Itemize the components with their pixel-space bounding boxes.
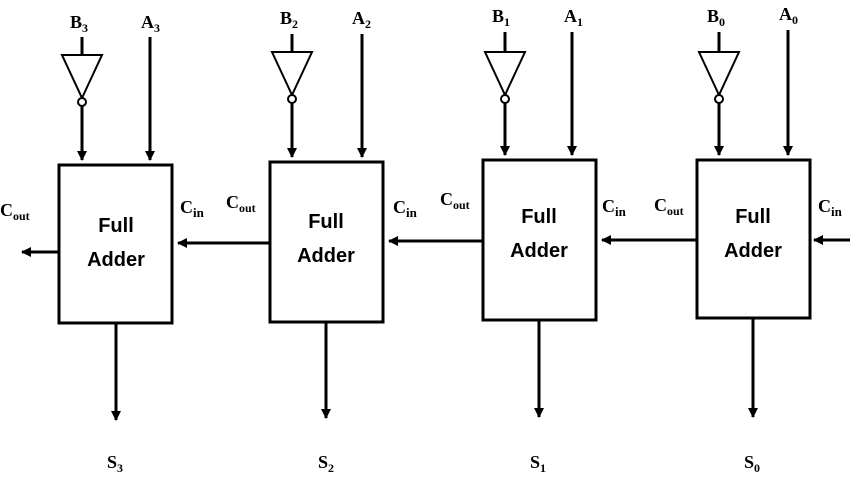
full-adder-block-2 bbox=[268, 160, 385, 324]
b2-not-bubble bbox=[287, 94, 297, 104]
stage-1: B1 A1 Full Adder Cout Cin S1 bbox=[440, 6, 627, 475]
b3-not-bubble bbox=[77, 97, 87, 107]
a0-label: A0 bbox=[779, 4, 798, 27]
block-3-label-line2: Adder bbox=[87, 249, 145, 271]
stage-2: B2 A2 Full Adder Cout Cin S2 bbox=[226, 8, 418, 475]
cin-label-1: Cin bbox=[602, 196, 627, 219]
cin-label-2: Cin bbox=[393, 197, 418, 220]
s1-label: S1 bbox=[530, 452, 546, 475]
block-1-label-line2: Adder bbox=[510, 240, 568, 262]
s2-label: S2 bbox=[318, 452, 334, 475]
block-2-label-line2: Adder bbox=[297, 245, 355, 267]
full-adder-block-1 bbox=[481, 158, 598, 322]
full-adder-block-0 bbox=[695, 158, 812, 320]
b3-label: B3 bbox=[70, 12, 88, 35]
a1-label: A1 bbox=[564, 6, 583, 29]
block-3-label-line1: Full bbox=[98, 215, 134, 237]
a2-label: A2 bbox=[352, 8, 371, 31]
s3-label: S3 bbox=[107, 452, 123, 475]
stage-3: B3 A3 Full Adder Cin Cout S3 bbox=[0, 12, 205, 475]
block-0-label-line2: Adder bbox=[724, 240, 782, 262]
cin-label-0: Cin bbox=[818, 196, 843, 219]
b0-not-bubble bbox=[714, 94, 724, 104]
b1-not-gate bbox=[483, 51, 527, 98]
block-1-label-line1: Full bbox=[521, 206, 557, 228]
b0-label: B0 bbox=[707, 6, 725, 29]
stage-0: B0 A0 Full Adder Cout Cin S0 bbox=[654, 4, 850, 475]
b1-label: B1 bbox=[492, 6, 510, 29]
b3-not-gate bbox=[60, 54, 104, 101]
b2-not-gate bbox=[270, 51, 314, 98]
b2-label: B2 bbox=[280, 8, 298, 31]
full-adder-block-3 bbox=[57, 163, 174, 325]
cout-label-2: Cout bbox=[226, 192, 256, 215]
s0-label: S0 bbox=[744, 452, 760, 475]
cin-label-3: Cin bbox=[180, 197, 205, 220]
cout-label-0: Cout bbox=[654, 195, 684, 218]
block-0-label-line1: Full bbox=[735, 206, 771, 228]
cout-label-3: Cout bbox=[0, 200, 30, 223]
cout-label-1: Cout bbox=[440, 189, 470, 212]
b1-not-bubble bbox=[500, 94, 510, 104]
b0-not-gate bbox=[697, 51, 741, 98]
a3-label: A3 bbox=[141, 12, 160, 35]
block-2-label-line1: Full bbox=[308, 211, 344, 233]
